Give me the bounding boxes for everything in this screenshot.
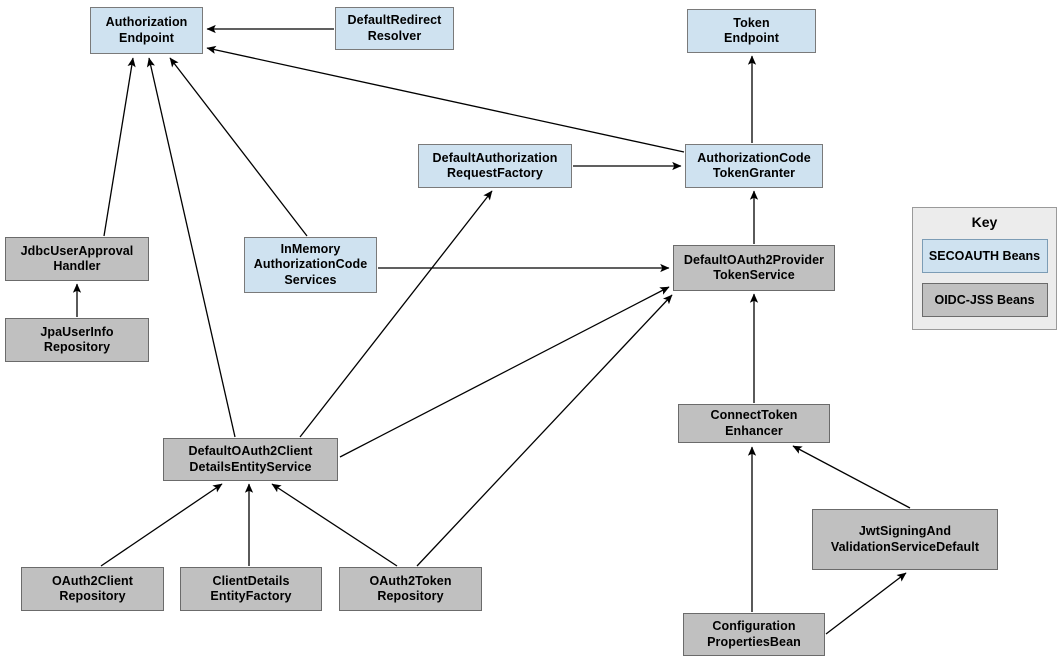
node-configuration-properties-bean[interactable]: Configuration PropertiesBean bbox=[683, 613, 825, 656]
edge-inmemory-authorization-code-services-to-authorization-endpoint bbox=[169, 57, 308, 237]
node-label-jwt-signing-and-validation-service-default: JwtSigningAnd ValidationServiceDefault bbox=[830, 524, 980, 554]
node-connect-token-enhancer[interactable]: ConnectToken Enhancer bbox=[678, 404, 830, 443]
edge-default-oauth2-client-details-entity-service-to-authorization-endpoint bbox=[146, 57, 236, 438]
node-label-oauth2-client-repository: OAuth2Client Repository bbox=[51, 573, 134, 603]
edge-default-oauth2-client-details-entity-service-to-default-oauth2-provider-token-service bbox=[339, 286, 670, 458]
node-label-inmemory-authorization-code-services: InMemory AuthorizationCode Services bbox=[253, 242, 368, 287]
node-label-connect-token-enhancer: ConnectToken Enhancer bbox=[710, 408, 798, 438]
node-label-jpa-user-info-repository: JpaUserInfo Repository bbox=[40, 324, 114, 354]
node-label-default-oauth2-client-details-entity-service: DefaultOAuth2Client DetailsEntityService bbox=[188, 444, 313, 474]
edge-oauth2-token-repository-to-default-oauth2-client-details-entity-service bbox=[271, 483, 398, 567]
node-label-configuration-properties-bean: Configuration PropertiesBean bbox=[707, 619, 801, 649]
legend-title: Key bbox=[971, 214, 998, 230]
node-token-endpoint[interactable]: Token Endpoint bbox=[687, 9, 816, 53]
node-default-oauth2-provider-token-service[interactable]: DefaultOAuth2Provider TokenService bbox=[673, 245, 835, 291]
node-label-jdbc-user-approval-handler: JdbcUserApproval Handler bbox=[20, 243, 134, 273]
node-label-default-redirect-resolver: DefaultRedirect Resolver bbox=[347, 13, 442, 43]
node-label-default-authorization-request-factory: DefaultAuthorization RequestFactory bbox=[432, 150, 558, 180]
node-label-authorization-endpoint: Authorization Endpoint bbox=[105, 15, 188, 45]
legend-item-secoauth-label: SECOAUTH Beans bbox=[928, 249, 1041, 263]
node-label-token-endpoint: Token Endpoint bbox=[724, 15, 779, 45]
node-label-default-oauth2-provider-token-service: DefaultOAuth2Provider TokenService bbox=[683, 252, 825, 282]
edge-oauth2-token-repository-to-default-oauth2-provider-token-service bbox=[416, 294, 673, 567]
node-default-oauth2-client-details-entity-service[interactable]: DefaultOAuth2Client DetailsEntityService bbox=[163, 438, 338, 481]
node-jwt-signing-and-validation-service-default[interactable]: JwtSigningAnd ValidationServiceDefault bbox=[812, 509, 998, 570]
edge-jwt-signing-and-validation-service-default-to-connect-token-enhancer bbox=[792, 445, 911, 509]
legend-key: Key SECOAUTH Beans OIDC-JSS Beans bbox=[912, 207, 1057, 330]
edge-default-oauth2-client-details-entity-service-to-default-authorization-request-factory bbox=[299, 190, 493, 438]
node-oauth2-client-repository[interactable]: OAuth2Client Repository bbox=[21, 567, 164, 611]
node-client-details-entity-factory[interactable]: ClientDetails EntityFactory bbox=[180, 567, 322, 611]
node-inmemory-authorization-code-services[interactable]: InMemory AuthorizationCode Services bbox=[244, 237, 377, 293]
edges bbox=[72, 24, 911, 635]
node-jdbc-user-approval-handler[interactable]: JdbcUserApproval Handler bbox=[5, 237, 149, 281]
node-authorization-endpoint[interactable]: Authorization Endpoint bbox=[90, 7, 203, 54]
edge-configuration-properties-bean-to-jwt-signing-and-validation-service-default bbox=[825, 572, 907, 635]
node-label-oauth2-token-repository: OAuth2Token Repository bbox=[369, 573, 452, 603]
edge-jdbc-user-approval-handler-to-authorization-endpoint bbox=[103, 57, 136, 237]
node-oauth2-token-repository[interactable]: OAuth2Token Repository bbox=[339, 567, 482, 611]
node-label-client-details-entity-factory: ClientDetails EntityFactory bbox=[210, 573, 292, 603]
node-authorization-code-token-granter[interactable]: AuthorizationCode TokenGranter bbox=[685, 144, 823, 188]
node-default-redirect-resolver[interactable]: DefaultRedirect Resolver bbox=[335, 7, 454, 50]
legend-item-oidc-label: OIDC-JSS Beans bbox=[934, 293, 1035, 307]
legend-item-oidc: OIDC-JSS Beans bbox=[921, 283, 1048, 317]
edge-oauth2-client-repository-to-default-oauth2-client-details-entity-service bbox=[100, 483, 223, 567]
node-jpa-user-info-repository[interactable]: JpaUserInfo Repository bbox=[5, 318, 149, 362]
edge-authorization-code-token-granter-to-authorization-endpoint bbox=[206, 45, 685, 153]
node-label-authorization-code-token-granter: AuthorizationCode TokenGranter bbox=[697, 150, 811, 180]
node-default-authorization-request-factory[interactable]: DefaultAuthorization RequestFactory bbox=[418, 144, 572, 188]
legend-item-secoauth: SECOAUTH Beans bbox=[921, 239, 1048, 273]
